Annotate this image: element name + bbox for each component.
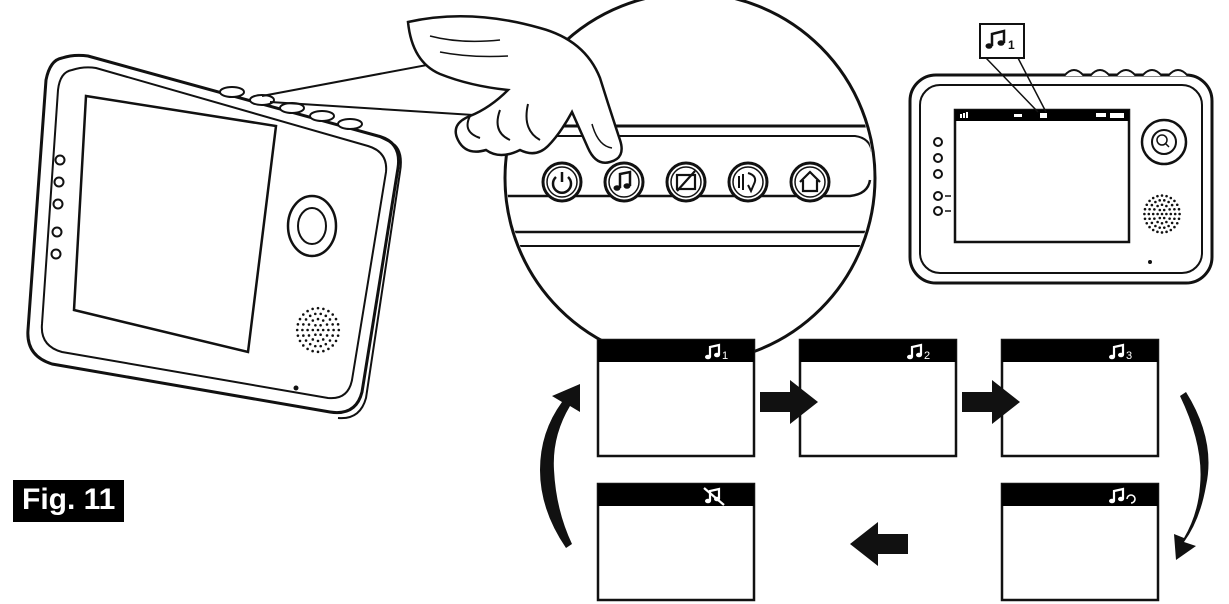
arrow-curve-up (540, 384, 580, 548)
figure-label: Fig. 11 (13, 480, 125, 522)
right-monitor-top-buttons (1063, 69, 1189, 77)
left-monitor-indicator-leds (50, 154, 66, 260)
music-note-icon (1109, 343, 1125, 360)
music-off-icon (703, 487, 725, 506)
status-bar-icons (960, 112, 1124, 118)
button-magnifier (406, 0, 877, 365)
lullaby-screen-2: 2 (798, 338, 958, 458)
screen-status-bar (1002, 484, 1158, 506)
arrow-curve-down (1174, 392, 1209, 560)
music-track-callout: 1 (979, 23, 1025, 59)
right-monitor-speaker-grille (1143, 194, 1181, 234)
right-monitor-dpad (1140, 118, 1188, 166)
lullaby-screen-3: 3 (1000, 338, 1160, 458)
parent-monitor-left (26, 53, 402, 420)
screen-off-icon (675, 170, 697, 192)
music-note-icon (705, 343, 721, 360)
arrow-right-1 (760, 380, 818, 424)
left-monitor-speaker-grille (295, 306, 341, 354)
left-monitor-dpad (286, 194, 338, 258)
status-music-note-icon (1040, 113, 1047, 118)
callout-number: 1 (1008, 38, 1015, 52)
magnified-talk-button (727, 161, 769, 203)
magnified-music-note-button (603, 161, 645, 203)
music-note-icon (907, 343, 923, 360)
arrow-left (850, 522, 908, 566)
screen-track-number: 1 (722, 350, 728, 362)
pressing-hand (406, 14, 623, 164)
screen-status-bar (1002, 340, 1158, 362)
arrow-right-2 (962, 380, 1020, 424)
screen-status-bar (598, 340, 754, 362)
callout-lines (985, 57, 1047, 113)
screen-status-bar (800, 340, 956, 362)
magnified-power-button (541, 161, 583, 203)
screen-status-bar (598, 484, 754, 506)
cycle-arrows (540, 380, 1209, 566)
magnified-screen-off-button (665, 161, 707, 203)
right-monitor-screen (953, 108, 1131, 244)
magnified-home-button (789, 161, 831, 203)
left-monitor-screen (72, 94, 278, 354)
battery-icon (1110, 113, 1124, 118)
power-icon (551, 172, 573, 194)
music-note-icon (613, 170, 632, 191)
parent-monitor-right: 1 (908, 23, 1214, 285)
left-monitor-top-buttons (219, 86, 363, 130)
screen-track-number: 3 (1126, 350, 1132, 362)
lullaby-screen-repeat (1000, 482, 1160, 602)
home-icon (799, 170, 821, 193)
talk-icon (738, 172, 757, 194)
screen-track-number: 2 (924, 350, 930, 362)
lullaby-screen-off (596, 482, 756, 602)
music-repeat-icon (1109, 487, 1136, 504)
lullaby-screen-1: 1 (596, 338, 756, 458)
right-monitor-indicator-leds (933, 137, 951, 216)
